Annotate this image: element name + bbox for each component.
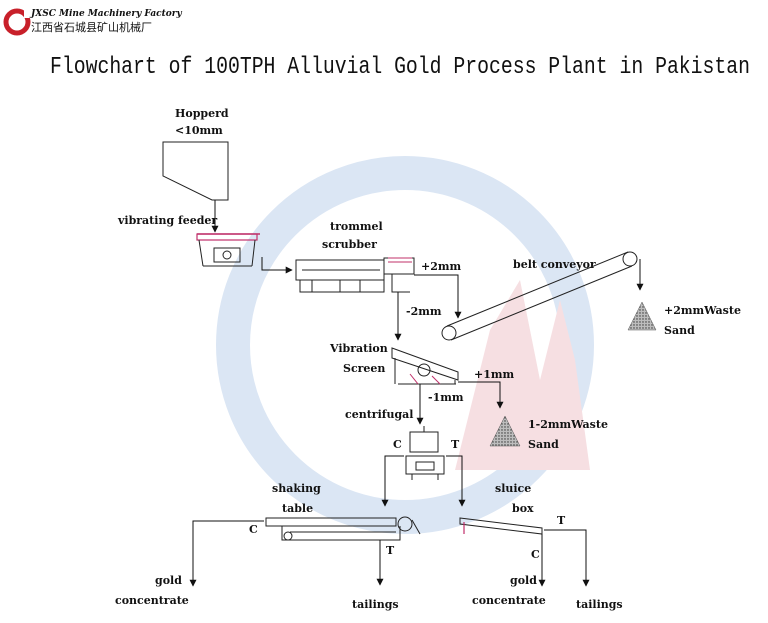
- table-t-label: T: [386, 544, 395, 557]
- sluice-c-label: C: [531, 548, 540, 561]
- table-concentrate-label: concentrate: [115, 594, 189, 607]
- sluice-gold-label: gold: [510, 574, 537, 587]
- centrifugal-label: centrifugal: [345, 408, 413, 421]
- belt-conveyor-group: belt conveyor: [441, 251, 644, 341]
- minus-1mm-label: -1mm: [428, 391, 464, 404]
- plus-2mm-arrow: [414, 274, 462, 319]
- hopper-size-label: <10mm: [175, 124, 223, 137]
- hopper-label: Hopperd: [175, 107, 229, 120]
- plus-2mm-label: +2mm: [421, 260, 462, 273]
- page-title: Flowchart of 100TPH Alluvial Gold Proces…: [50, 54, 750, 81]
- centrifugal-concentrate-arrow: [381, 455, 404, 507]
- table-gold-label: gold: [155, 574, 182, 587]
- centrifugal-c-label: C: [393, 438, 402, 451]
- hopper-group: Hopperd <10mm: [162, 107, 229, 233]
- table-c-label: C: [249, 523, 258, 536]
- vibration-screen-group: Vibration Screen: [329, 342, 459, 385]
- waste-1-2mm-pile: 1-2mmWaste Sand: [489, 415, 608, 451]
- shaking-table-group: shaking table C T: [249, 482, 421, 557]
- plus-1mm-label: +1mm: [474, 368, 515, 381]
- centrifugal-group: centrifugal C T: [345, 408, 460, 480]
- shaking-label: shaking: [272, 482, 321, 495]
- hopper-icon: [162, 141, 229, 201]
- waste-1-2mm-label: 1-2mmWaste: [528, 418, 608, 431]
- sluice-tailings-arrow: [544, 529, 590, 587]
- scrubber-label: scrubber: [322, 238, 377, 251]
- centrifugal-t-label: T: [451, 438, 460, 451]
- sluice-tailings-label: tailings: [576, 598, 623, 611]
- table-tailings-label: tailings: [352, 598, 399, 611]
- trommel-label: trommel: [330, 220, 383, 233]
- vibrating-feeder-group: vibrating feeder: [117, 214, 260, 267]
- sluice-label: sluice: [495, 482, 531, 495]
- plus-1mm-arrow: [458, 381, 504, 409]
- sluice-t-label: T: [557, 514, 566, 527]
- vibration-screen-icon: [391, 347, 459, 381]
- watermark-logo: [216, 156, 594, 534]
- sand-pile-icon: [627, 301, 657, 331]
- waste-2mm-sand-label: Sand: [664, 324, 695, 337]
- waste-2mm-label: +2mmWaste: [664, 304, 741, 317]
- trommel-scrubber-group: trommel scrubber: [295, 220, 415, 293]
- table-label: table: [282, 502, 313, 515]
- belt-conveyor-icon: [446, 251, 633, 341]
- belt-conveyor-label: belt conveyor: [513, 258, 596, 271]
- centrifugal-tailings-arrow: [446, 455, 466, 507]
- sluice-concentrate-label: concentrate: [472, 594, 546, 607]
- waste-2mm-pile: +2mmWaste Sand: [627, 301, 741, 337]
- logo-ring-icon: [3, 8, 31, 36]
- waste-1-2mm-sand-label: Sand: [528, 438, 559, 451]
- company-name-en: JXSC Mine Machinery Factory: [29, 9, 183, 19]
- sluice-box-group: sluice box T C: [459, 482, 566, 561]
- table-concentrate-arrow: [189, 520, 264, 587]
- shaking-table-icon: [265, 517, 397, 527]
- box-label: box: [512, 502, 534, 515]
- centrifugal-icon: [409, 431, 439, 453]
- minus-2mm-label: -2mm: [406, 305, 442, 318]
- feeder-to-trommel-arrow: [261, 257, 293, 274]
- screen-label: Screen: [343, 362, 385, 375]
- company-name-cn: 江西省石城县矿山机械厂: [31, 20, 152, 34]
- vibrating-feeder-icon: [196, 233, 258, 241]
- vibrating-feeder-label: vibrating feeder: [117, 214, 217, 227]
- vibration-label: Vibration: [329, 342, 388, 355]
- sand-pile-icon: [489, 415, 521, 447]
- company-logo: JXSC Mine Machinery Factory 江西省石城县矿山机械厂: [3, 8, 183, 36]
